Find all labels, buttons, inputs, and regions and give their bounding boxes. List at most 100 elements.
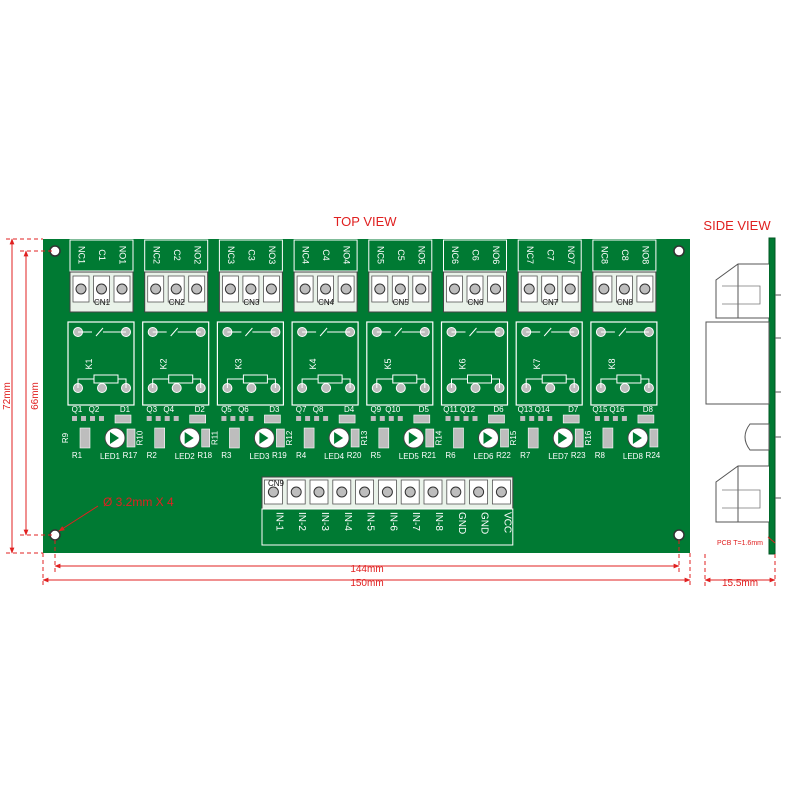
relay-contact-lines [451,327,500,337]
terminal-screw [394,283,406,295]
relay-coil-leads [301,378,351,388]
input-screw [495,486,507,498]
resistor-label: R5 [371,451,382,460]
smd-part [445,416,451,421]
resistor-label: R11 [210,430,219,445]
diode-body [562,414,580,424]
resistor-label: R10 [136,430,145,445]
dim-height-outer: 72mm [2,382,13,410]
connector-label: CN3 [243,298,260,307]
terminal-screw [523,283,535,295]
terminal-screw [245,283,257,295]
transistor-label: Q9 [370,405,381,414]
relay-pad [321,383,332,393]
terminal-screw [544,283,556,295]
dim-height-inner: 66mm [30,382,41,410]
terminal-screw [564,283,576,295]
transistor-label: Q11 [443,405,458,414]
terminal-pin-label: C2 [172,249,182,261]
terminal-screw [224,283,236,295]
led-label: LED8 [623,452,644,461]
smd-part [99,416,104,421]
terminal-label-box [592,239,657,272]
led-resistor [649,428,659,448]
relay-contact-lines [152,327,201,337]
relay-outline [590,321,658,406]
resistor-label: R21 [421,451,436,460]
terminal-pin-label: C6 [471,249,481,261]
relay-label: K1 [84,358,94,369]
dim-width-inner: 144mm [350,564,383,575]
smd-part [81,416,86,421]
led-resistor [574,428,584,448]
terminal-screw [150,283,162,295]
terminal-pin-label: NO2 [192,246,202,265]
terminal-screw [320,283,332,295]
diode-label: D4 [344,405,355,414]
side-view-title: SIDE VIEW [703,218,771,233]
input-screw [473,486,485,498]
dim-side-depth: 15.5mm [722,578,758,589]
terminal-screw [96,283,107,295]
smd-part [472,416,478,421]
connector-label: CN6 [467,298,484,307]
terminal-pin-label: NC2 [151,246,161,264]
smd-part [155,416,161,421]
terminal-pin-label: C5 [396,249,406,261]
input-screw [404,486,416,498]
input-pin-label: GND [479,512,490,534]
terminal-screw [191,283,203,295]
terminal-pin-label: NO5 [416,246,426,265]
transistor-label: Q15 [592,405,608,414]
input-pin-label: IN-8 [433,512,444,531]
smd-part [454,416,460,421]
smd-part [90,416,95,421]
relay-label: K6 [458,358,468,369]
resistor-label: R12 [285,430,294,445]
relay-coil-leads [376,378,426,388]
led-resistor [425,428,435,448]
input-screw [267,486,279,498]
transistor-label: Q1 [72,405,83,414]
relay-label: K8 [607,358,617,369]
transistor-label: Q4 [163,405,174,414]
connector-label: CN5 [393,298,410,307]
diode-label: D3 [269,405,280,414]
input-screw [313,486,325,498]
input-screw [427,486,439,498]
led-symbol [558,432,568,444]
relay-contact-lines [526,327,575,337]
terminal-pin-label: NO1 [118,246,128,265]
resistor-pad [453,427,464,449]
relay-outline [515,321,583,406]
led-symbol [483,432,493,444]
resistor-pad [79,427,91,449]
resistor-label: R16 [584,430,593,445]
resistor-label: R6 [445,451,456,460]
terminal-pin-label: NO6 [491,246,501,265]
smd-part [239,416,245,421]
led-resistor [500,428,509,448]
transistor-label: Q8 [313,405,324,414]
led-resistor [350,428,360,448]
resistor-label: R17 [123,451,138,460]
input-screw [336,486,348,498]
transistor-label: Q3 [146,405,157,414]
resistor-label: R23 [571,451,586,460]
connector-label: CN2 [169,298,186,307]
relay-pad [171,383,182,393]
input-screw [290,486,302,498]
terminal-screw [469,283,481,295]
terminal-pin-label: NC5 [375,246,385,264]
resistor-pad [378,427,390,449]
terminal-screw [449,283,460,295]
resistor-label: R14 [435,430,444,445]
smd-part [146,416,152,421]
input-screw [359,486,371,498]
smd-part [72,416,77,421]
terminal-screw [618,283,630,295]
input-pin-label: GND [456,512,467,534]
terminal-label-box [144,239,209,272]
